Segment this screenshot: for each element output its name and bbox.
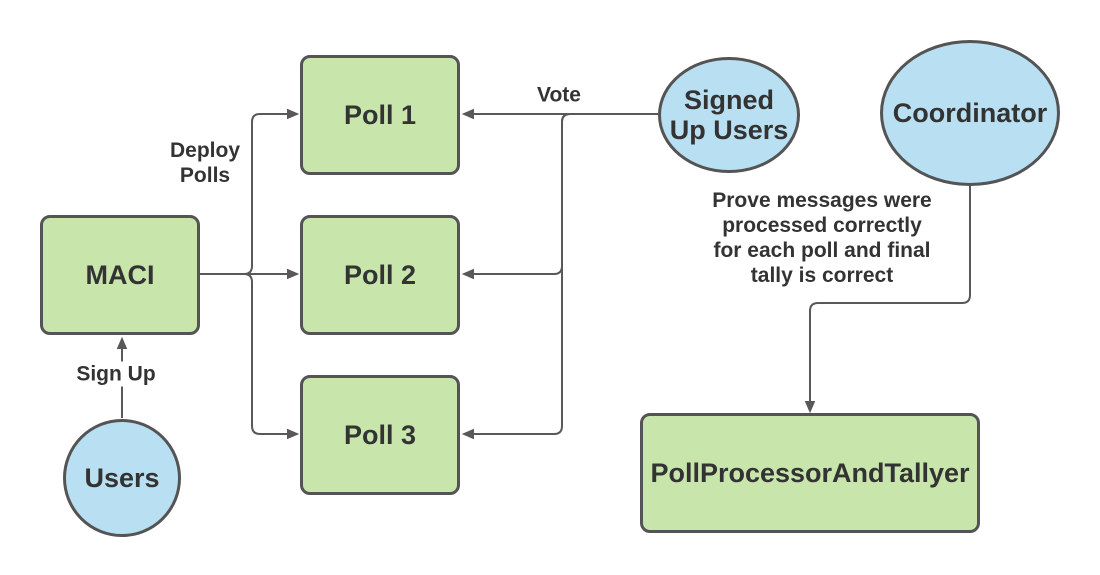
node-poll-processor-label: PollProcessorAndTallyer (650, 458, 970, 488)
edge-label-prove: Prove messages were processed correctly … (709, 188, 935, 288)
edge-vote-to-poll3 (461, 113, 658, 440)
edge-coordinator-to-processor (804, 186, 971, 414)
node-poll2: Poll 2 (300, 215, 460, 335)
node-signed-up-users-label: Signed Up Users (669, 85, 789, 145)
node-poll-processor: PollProcessorAndTallyer (640, 413, 980, 533)
node-poll1-label: Poll 1 (343, 100, 417, 130)
node-coordinator: Coordinator (880, 40, 1060, 186)
node-users: Users (63, 419, 181, 537)
node-maci-label: MACI (85, 260, 155, 290)
node-signed-up-users: Signed Up Users (658, 57, 800, 173)
node-poll3-label: Poll 3 (343, 420, 417, 450)
node-poll1: Poll 1 (300, 55, 460, 175)
node-coordinator-label: Coordinator (892, 98, 1048, 128)
node-maci: MACI (40, 215, 200, 335)
node-poll3: Poll 3 (300, 375, 460, 495)
node-poll2-label: Poll 2 (343, 260, 417, 290)
edge-maci-to-poll3 (200, 273, 300, 440)
edge-label-sign-up: Sign Up (73, 361, 159, 387)
edge-label-deploy-polls: Deploy Polls (166, 138, 244, 188)
edge-label-vote: Vote (534, 82, 584, 108)
node-users-label: Users (84, 463, 160, 493)
